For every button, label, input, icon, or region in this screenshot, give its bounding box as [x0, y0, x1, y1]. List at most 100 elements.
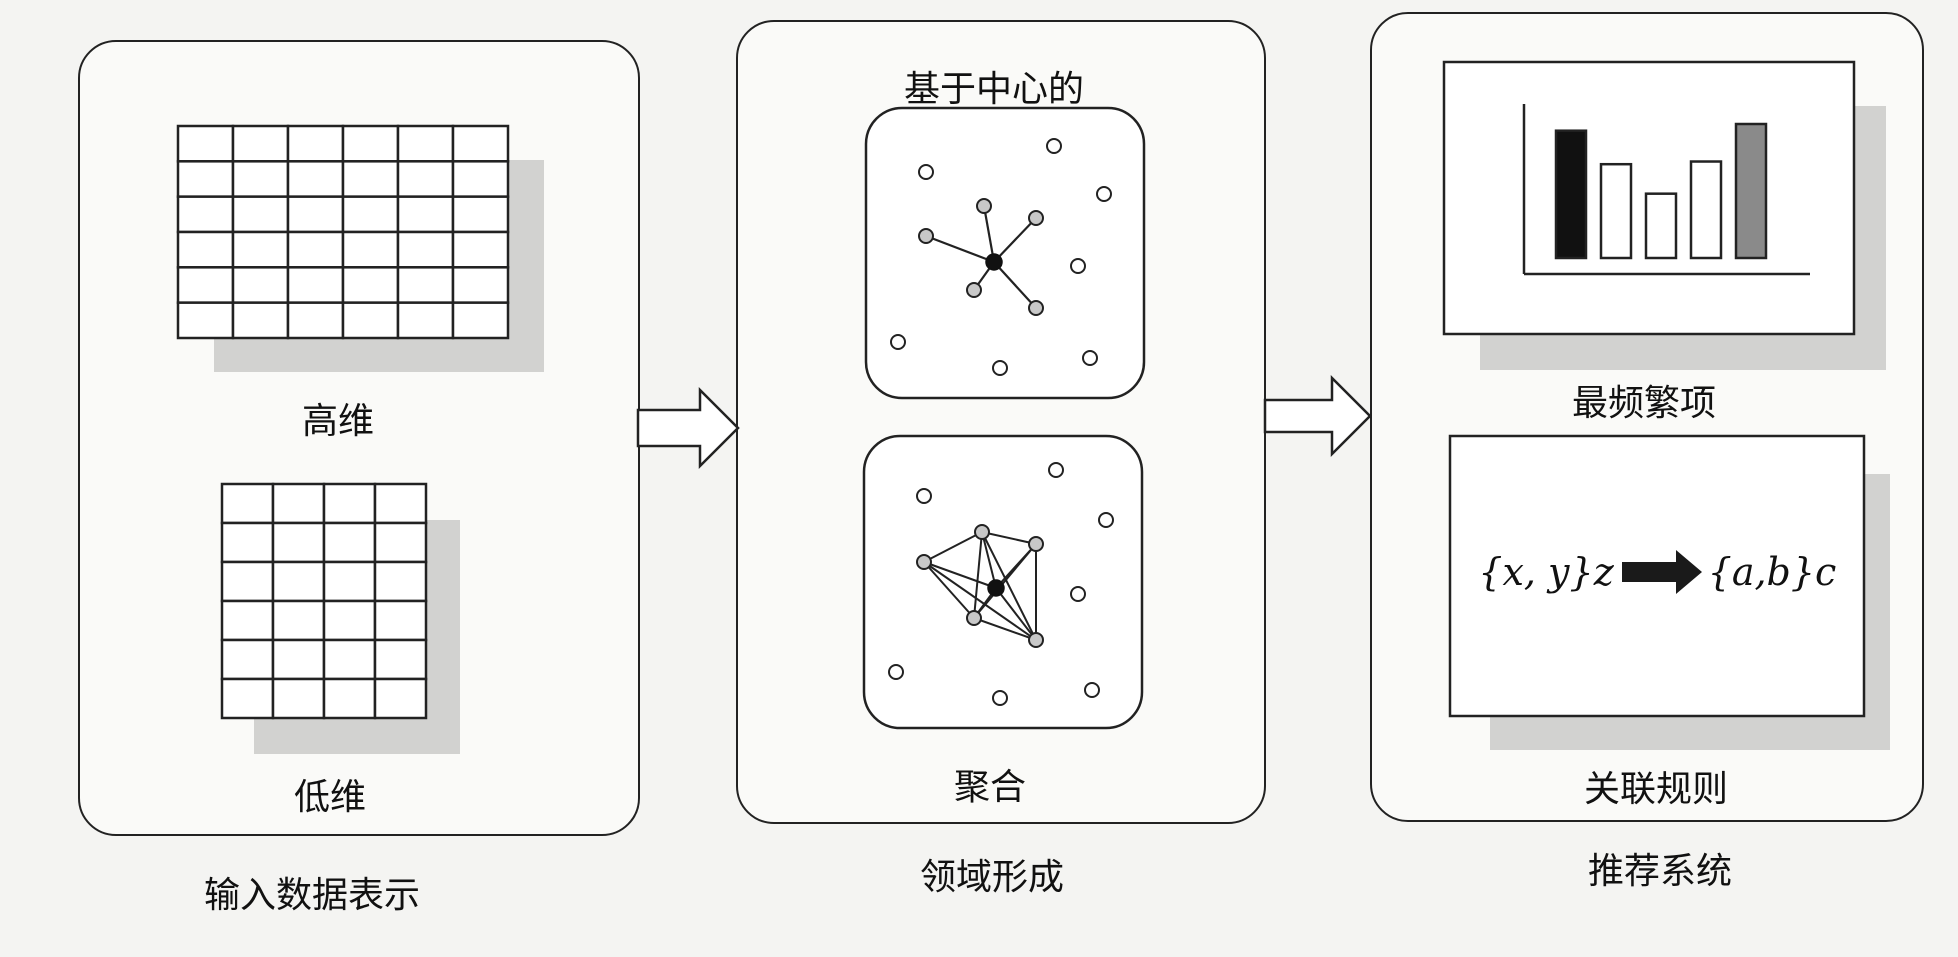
grid-cell [271, 521, 326, 564]
grid-cell [341, 230, 400, 269]
grid-cell [286, 124, 345, 163]
grid-cell [220, 599, 275, 642]
grid-cell [176, 195, 235, 234]
grid-cell [176, 124, 235, 163]
data-point [1070, 258, 1086, 274]
data-point [916, 554, 932, 570]
grid-cell [231, 266, 290, 304]
data-point [966, 610, 982, 626]
data-point [888, 664, 904, 680]
association-rules-label: 关联规则 [1583, 769, 1729, 810]
low-dim-label: 低维 [293, 777, 367, 818]
grid-cell [286, 230, 345, 269]
data-point [1028, 300, 1044, 316]
flow-arrow-2 [1263, 374, 1372, 458]
grid-cell [176, 301, 235, 340]
grid-cell [322, 482, 377, 525]
grid-cell [271, 638, 326, 681]
grid-cell [341, 266, 400, 304]
grid-cell [373, 599, 428, 642]
grid-cell [271, 677, 326, 720]
grid-cell [231, 301, 290, 340]
data-point [1098, 512, 1114, 528]
grid-cell [220, 638, 275, 681]
centroid-based-label: 基于中心的 [903, 69, 1085, 110]
grid-cell [396, 195, 455, 234]
data-point [976, 198, 992, 214]
frequency-bar [1689, 160, 1723, 260]
grid-cell [176, 160, 235, 198]
high-dim-label: 高维 [301, 401, 375, 442]
rule-implies-arrow [1622, 550, 1702, 594]
grid-cell [451, 266, 510, 304]
data-point [1028, 536, 1044, 552]
frequency-bar [1599, 162, 1633, 260]
grid-cell [341, 195, 400, 234]
grid-cell [341, 124, 400, 163]
centroid-cluster-box [864, 106, 1146, 400]
grid-cell [220, 560, 275, 603]
grid-cell [322, 638, 377, 681]
grid-cell [373, 482, 428, 525]
grid-cell [373, 560, 428, 603]
rule-consequent: {a,b}c [1707, 550, 1837, 594]
grid-cell [176, 230, 235, 269]
data-point [1084, 682, 1100, 698]
frequency-bar [1734, 122, 1768, 260]
data-point [1028, 632, 1044, 648]
grid-cell [373, 638, 428, 681]
frequent-items-axes [1522, 104, 1810, 276]
high-dim-grid [176, 124, 510, 340]
grid-cell [231, 160, 290, 198]
grid-cell [271, 560, 326, 603]
agglomerative-nodes [888, 462, 1114, 706]
grid-cell [341, 301, 400, 340]
grid-cell [231, 195, 290, 234]
grid-cell [176, 266, 235, 304]
centroid-nodes [890, 138, 1112, 376]
data-point [890, 334, 906, 350]
grid-cell [271, 482, 326, 525]
grid-cell [271, 599, 326, 642]
data-point [1096, 186, 1112, 202]
grid-cell [322, 599, 377, 642]
grid-cell [286, 160, 345, 198]
grid-cell [396, 266, 455, 304]
grid-cell [286, 301, 345, 340]
grid-cell [396, 301, 455, 340]
data-point [918, 164, 934, 180]
data-point [992, 360, 1008, 376]
rule-antecedent: {x, y}z [1478, 550, 1614, 594]
data-point [966, 282, 982, 298]
grid-cell [220, 482, 275, 525]
frequency-bar [1644, 192, 1678, 260]
grid-cell [286, 266, 345, 304]
data-point [992, 690, 1008, 706]
data-point [918, 228, 934, 244]
data-point [1070, 586, 1086, 602]
data-point [916, 488, 932, 504]
frequent-items-bars [1554, 122, 1768, 260]
grid-cell [286, 195, 345, 234]
agglomerative-label: 聚合 [953, 767, 1027, 808]
grid-cell [322, 521, 377, 564]
data-point [1082, 350, 1098, 366]
stage-caption-neighborhood: 领域形成 [919, 857, 1065, 898]
flow-arrow-1 [636, 386, 740, 470]
grid-cell [220, 677, 275, 720]
stage-caption-recommender: 推荐系统 [1587, 851, 1733, 892]
frequent-items-label: 最频繁项 [1571, 383, 1717, 424]
data-point [1046, 138, 1062, 154]
grid-cell [322, 560, 377, 603]
data-point [1028, 210, 1044, 226]
cluster-center-point [987, 579, 1005, 597]
grid-cell [396, 160, 455, 198]
data-point [974, 524, 990, 540]
data-point [1048, 462, 1064, 478]
grid-cell [451, 124, 510, 163]
grid-cell [396, 230, 455, 269]
grid-cell [220, 521, 275, 564]
grid-cell [373, 677, 428, 720]
stage-caption-input: 输入数据表示 [203, 875, 421, 916]
